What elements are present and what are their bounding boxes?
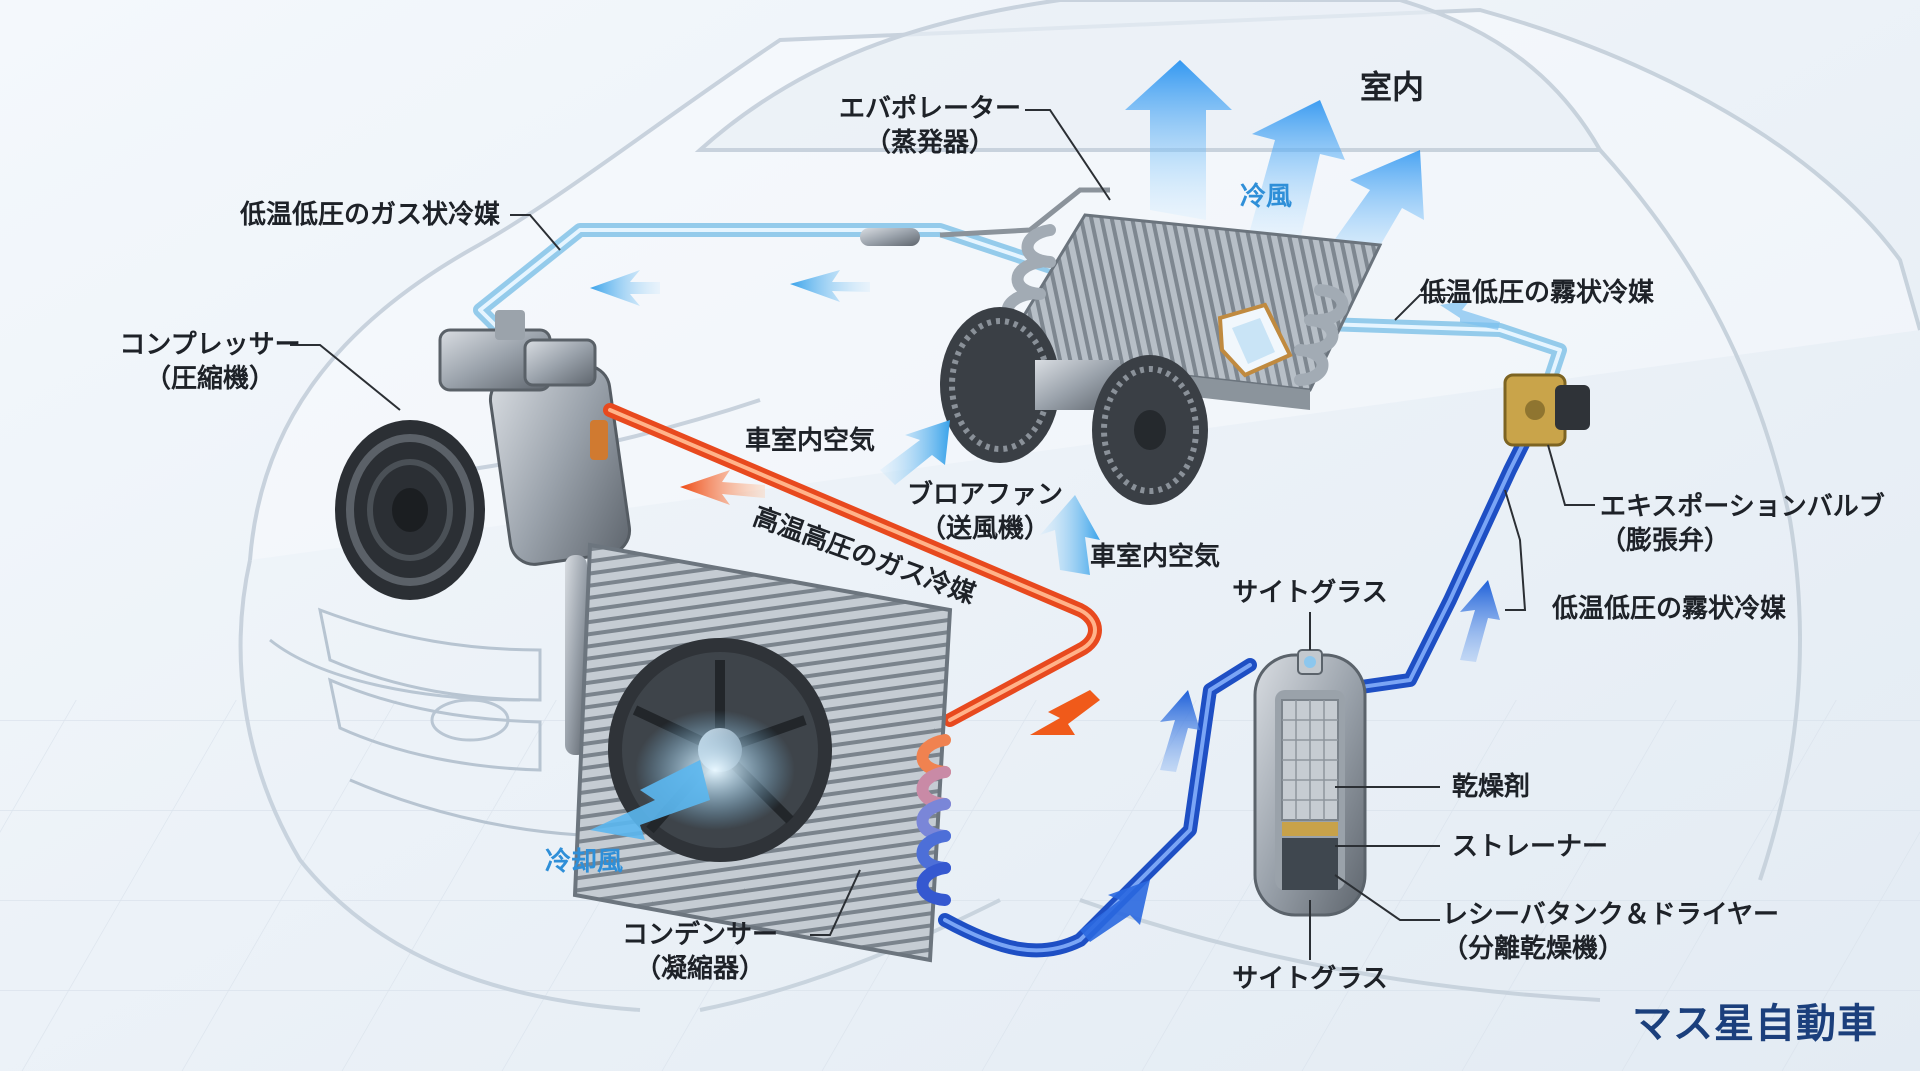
- label-cold-air: 冷風: [1240, 182, 1293, 212]
- label-desiccant: 乾燥剤: [1452, 772, 1531, 802]
- label-cabin-air-1: 車室内空気: [745, 426, 876, 456]
- label-cabin-air-2: 車室内空気: [1090, 542, 1221, 572]
- leader-lines: [290, 109, 1595, 960]
- label-low-pressure-mist-top: 低温低圧の霧状冷媒: [1420, 278, 1655, 308]
- label-expansion-valve: エキスポーションバルブ: [1600, 492, 1885, 522]
- compressor-unit: [335, 310, 632, 600]
- expansion-valve: [1503, 373, 1590, 447]
- label-strainer: ストレーナー: [1452, 832, 1609, 862]
- label-blower: ブロアファン: [906, 480, 1064, 510]
- label-sight-glass-bottom: サイトグラス: [1232, 964, 1388, 994]
- label-condenser-sub: （凝縮器）: [634, 954, 766, 984]
- label-blower-sub: （送風機）: [919, 514, 1051, 544]
- label-evaporator: エバポレーター: [838, 94, 1022, 124]
- label-low-pressure-gas: 低温低圧のガス状冷媒: [239, 200, 500, 230]
- label-sight-glass-top: サイトグラス: [1232, 578, 1388, 608]
- label-receiver-sub: （分離乾燥機）: [1442, 934, 1625, 964]
- condenser-unit: [565, 542, 953, 963]
- label-low-pressure-mist-bottom: 低温低圧の霧状冷媒: [1552, 594, 1787, 624]
- label-compressor: コンプレッサー: [119, 330, 301, 360]
- brand-logo-text: マス星自動車: [1632, 1001, 1878, 1047]
- label-expansion-valve-sub: （膨張弁）: [1600, 526, 1731, 556]
- receiver-tank: [1253, 649, 1367, 917]
- label-receiver: レシーバタンク＆ドライヤー: [1442, 900, 1779, 930]
- label-compressor-sub: （圧縮機）: [144, 364, 276, 394]
- blower-fan: [940, 307, 1208, 505]
- label-condenser: コンデンサー: [621, 920, 779, 950]
- car-grille: [317, 607, 581, 837]
- label-cabin: 室内: [1360, 68, 1425, 106]
- label-evaporator-sub: （蒸発器）: [864, 128, 996, 158]
- label-cooling-air: 冷却風: [545, 847, 624, 877]
